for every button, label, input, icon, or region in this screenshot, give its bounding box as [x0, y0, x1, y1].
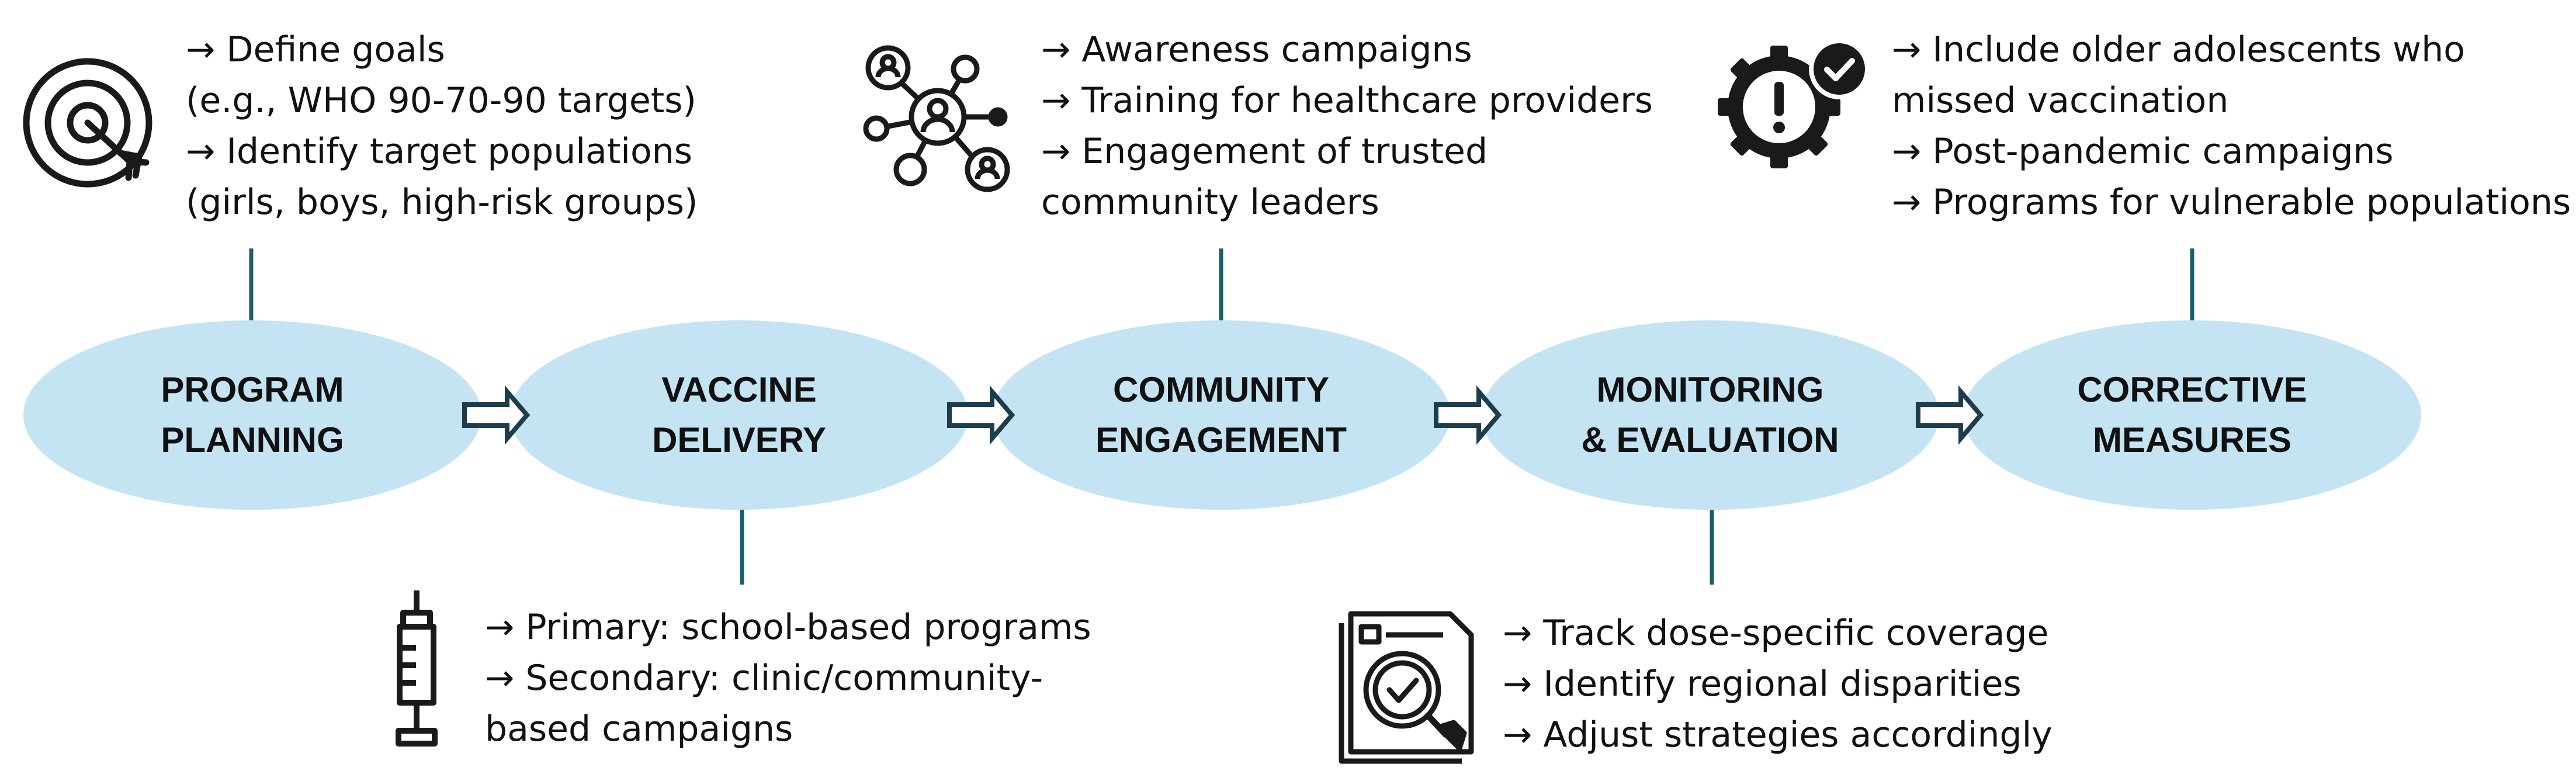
stage-title-engagement: COMMUNITY ENGAGEMENT: [993, 345, 1449, 485]
stage-title-monitoring: MONITORING & EVALUATION: [1482, 345, 1938, 485]
stage-ellipse-planning: [23, 320, 481, 510]
detail-line: → Engagement of trusted: [1041, 131, 1488, 172]
target-icon: [23, 58, 152, 188]
detail-line: → Training for healthcare providers: [1041, 80, 1653, 121]
stage-title-line: PROGRAM: [161, 370, 344, 409]
detail-line: → Awareness campaigns: [1041, 29, 1472, 70]
syringe-icon: [396, 590, 438, 747]
connector-lines: [249, 248, 2194, 585]
stage-title-corrective: CORRECTIVE MEASURES: [1964, 345, 2420, 485]
stage-title-line: CORRECTIVE: [2077, 370, 2307, 409]
detail-line: → Primary: school-based programs: [485, 607, 1091, 648]
detail-line: based campaigns: [485, 709, 793, 749]
details-corrective: → Include older adolescents who missed v…: [1892, 25, 2571, 228]
details-engagement: → Awareness campaigns → Training for hea…: [1041, 25, 1653, 228]
arrow-monitoring-to-corrective: [1916, 385, 1984, 445]
stage-ellipse-corrective: [1963, 320, 2421, 510]
stage-title-line: MEASURES: [2092, 420, 2292, 459]
stage-title-line: MONITORING: [1596, 370, 1824, 409]
details-planning: → Define goals (e.g., WHO 90-70-90 targe…: [186, 25, 698, 228]
detail-line: → Include older adolescents who: [1892, 29, 2465, 70]
stage-ellipse-monitoring: [1481, 320, 1939, 510]
stage-ellipses: [23, 320, 2421, 510]
stage-title-planning: PROGRAM PLANNING: [25, 345, 480, 485]
stage-arrows: [462, 385, 1984, 445]
detail-line: → Define goals: [186, 29, 445, 70]
stage-ellipse-delivery: [510, 320, 968, 510]
stage-title-delivery: VACCINE DELIVERY: [511, 345, 967, 485]
detail-line: → Track dose-specific coverage: [1503, 613, 2049, 654]
detail-line: community leaders: [1041, 182, 1379, 223]
detail-line: → Programs for vulnerable populations: [1892, 182, 2571, 223]
arrow-engagement-to-monitoring: [1434, 385, 1502, 445]
stage-title-line: VACCINE: [661, 370, 817, 409]
details-monitoring: → Track dose-specific coverage → Identif…: [1503, 608, 2053, 761]
arrow-delivery-to-engagement: [947, 385, 1015, 445]
document-inspection-icon: [1339, 611, 1474, 764]
gear-alert-check-icon: [1718, 39, 1870, 168]
stage-ellipse-engagement: [992, 320, 1450, 510]
detail-line: → Post-pandemic campaigns: [1892, 131, 2394, 172]
detail-line: → Adjust strategies accordingly: [1503, 714, 2053, 755]
stage-title-line: DELIVERY: [652, 420, 826, 459]
detail-line: → Identify target populations: [186, 131, 692, 172]
stage-title-line: ENGAGEMENT: [1095, 420, 1347, 459]
detail-line: → Identify regional disparities: [1503, 664, 2022, 704]
arrow-planning-to-delivery: [462, 385, 531, 445]
detail-line: → Secondary: clinic/community-: [485, 658, 1043, 699]
detail-line: missed vaccination: [1892, 80, 2229, 121]
detail-line: (e.g., WHO 90-70-90 targets): [186, 80, 696, 121]
stage-title-line: PLANNING: [161, 420, 344, 459]
details-delivery: → Primary: school-based programs → Secon…: [485, 602, 1091, 755]
stage-title-line: & EVALUATION: [1581, 420, 1839, 459]
detail-line: (girls, boys, high-risk groups): [186, 182, 698, 223]
network-people-icon: [863, 45, 1010, 192]
stage-title-line: COMMUNITY: [1113, 370, 1329, 409]
